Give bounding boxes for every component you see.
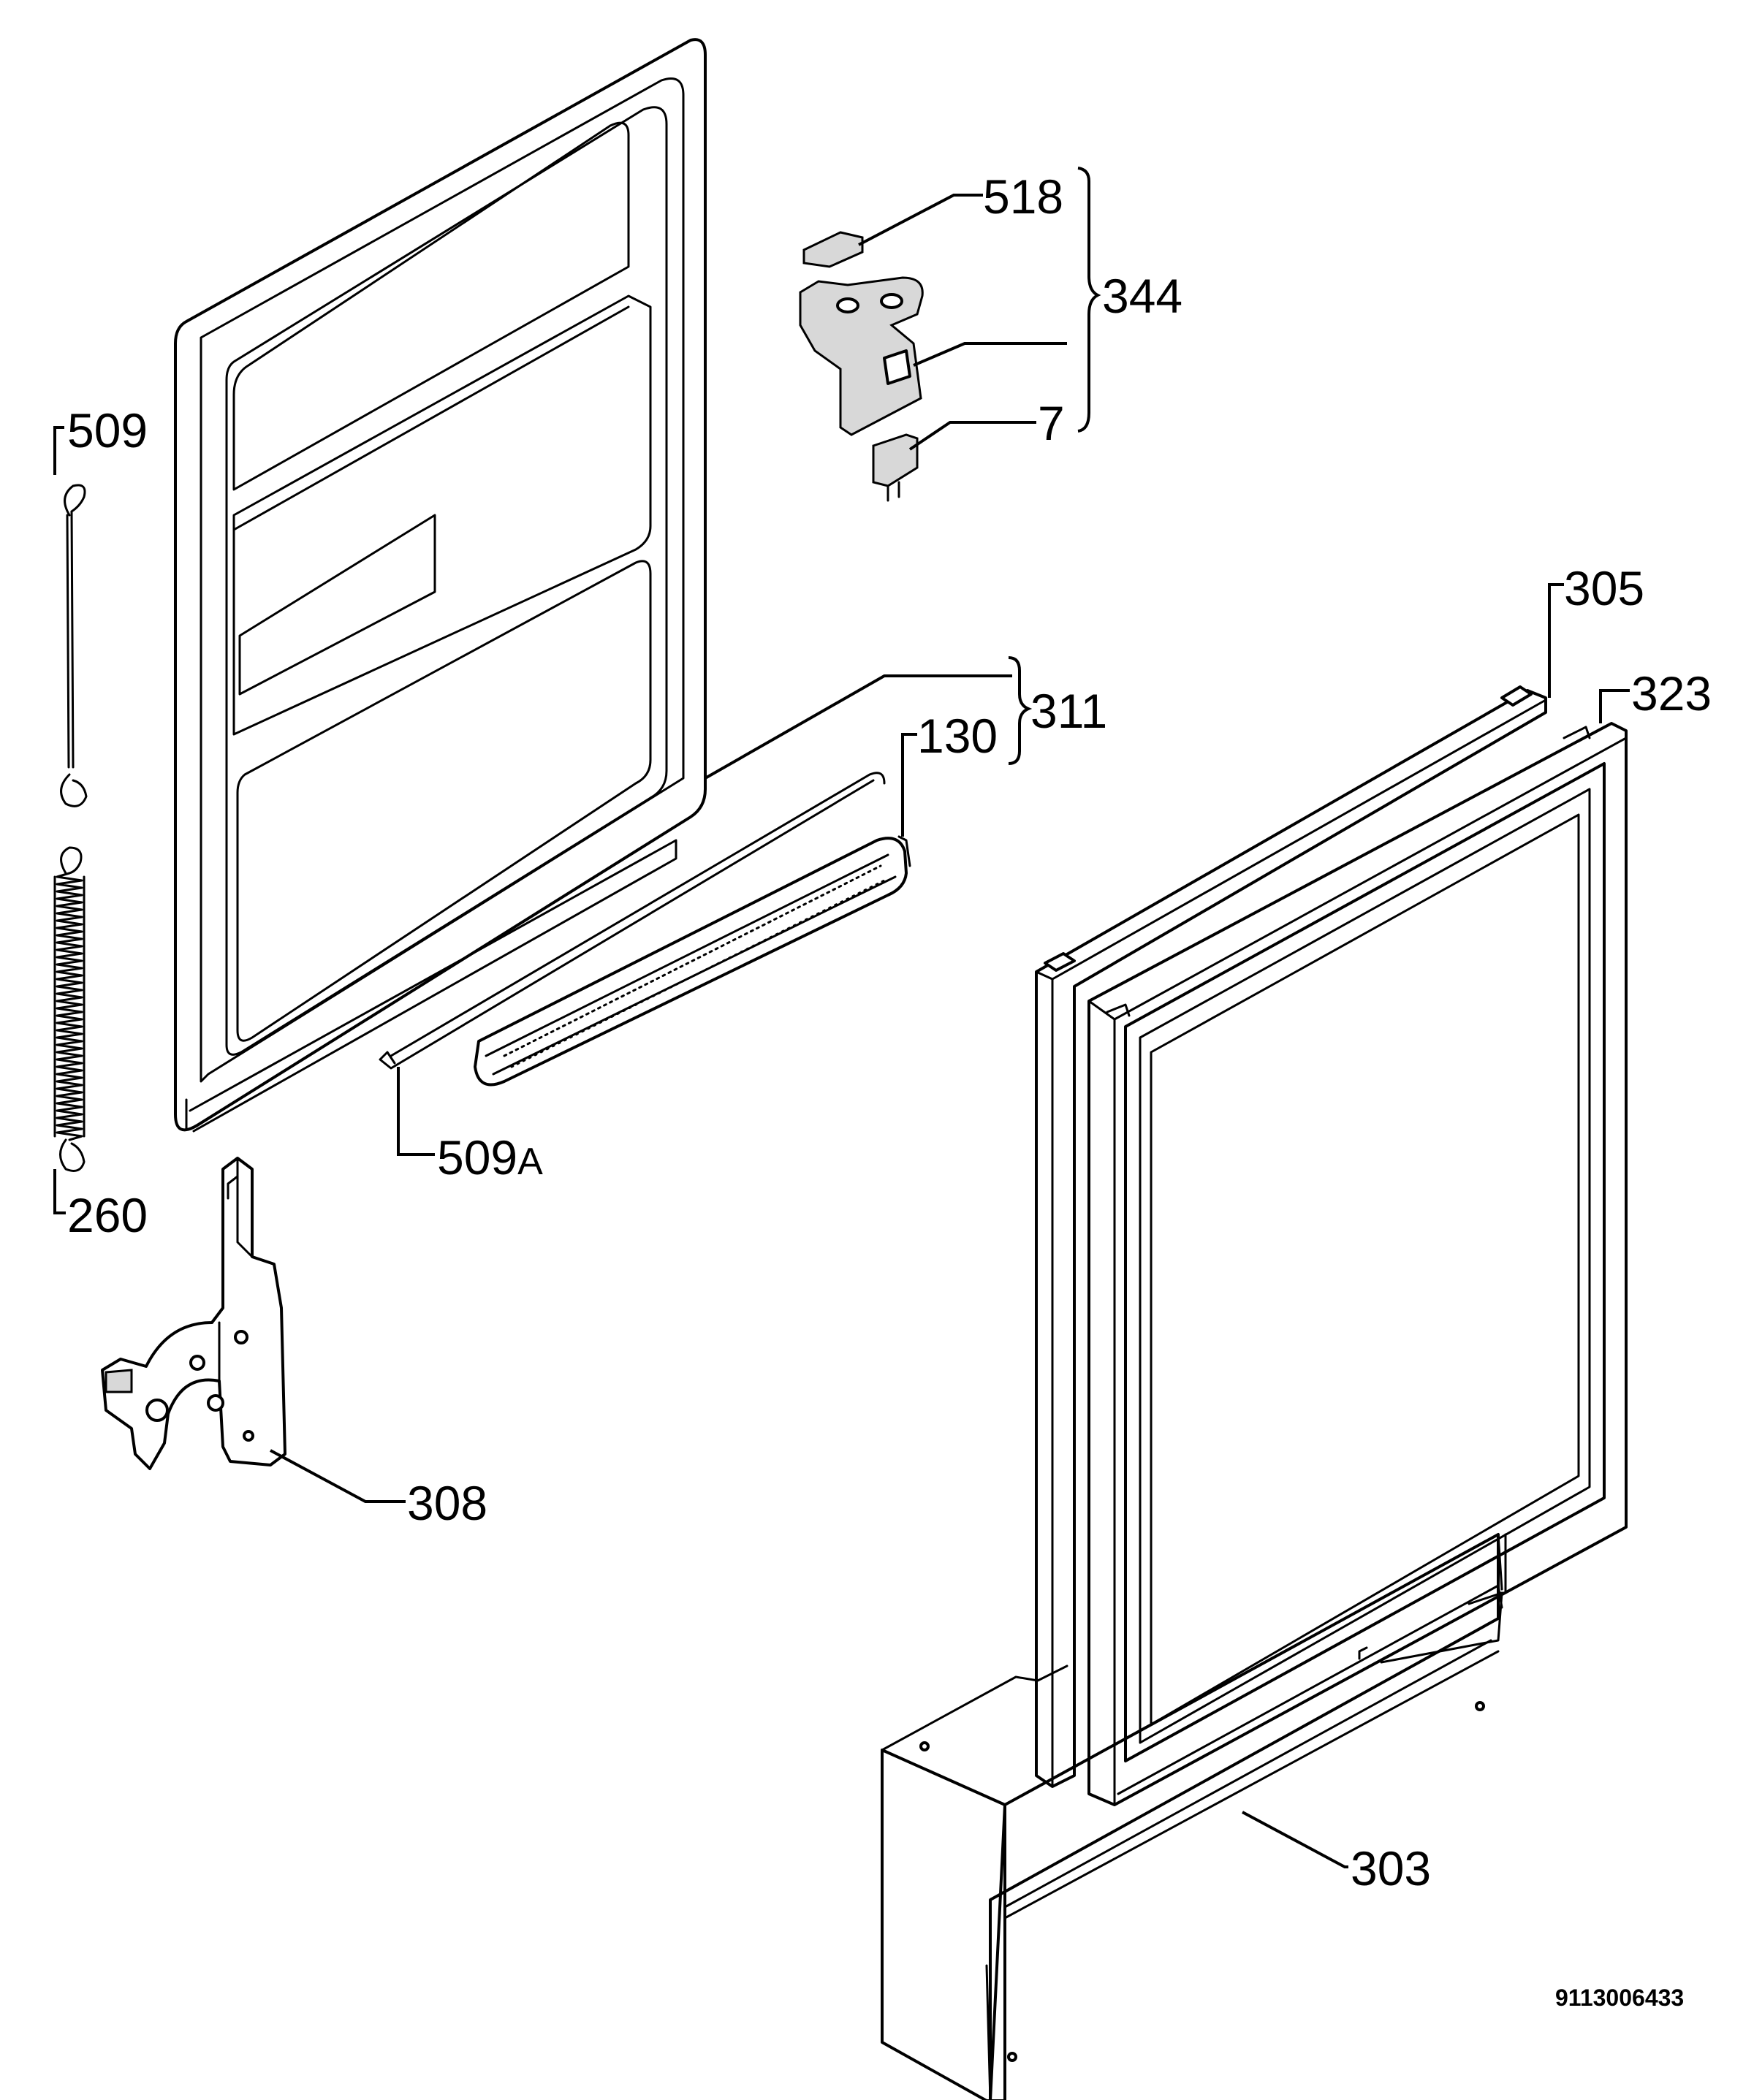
document-id: 9113006433 (1555, 1985, 1684, 2011)
callout-509a-suffix: A (517, 1141, 543, 1183)
callout-518: 518 (983, 170, 1063, 224)
callout-7: 7 (1038, 396, 1065, 450)
outer-frame-305 (1035, 685, 1547, 1788)
callout-130: 130 (917, 709, 998, 763)
inner-door-panel (174, 38, 707, 1133)
callout-305: 305 (1564, 561, 1644, 615)
spring-rod-509 (60, 484, 88, 807)
bottom-seal-130 (474, 835, 911, 1087)
door-latch-assembly (799, 231, 924, 502)
spring-rod-509a (379, 772, 886, 1070)
spring-coils (53, 872, 86, 1141)
callout-509: 509 (67, 403, 148, 457)
kickplate-303 (881, 1533, 1507, 2100)
callout-labels: 518 344 7 509 305 323 311 130 509A 260 3… (67, 170, 1712, 2011)
callout-260: 260 (67, 1188, 148, 1242)
spring-coil-path (56, 872, 83, 1141)
callout-344: 344 (1102, 269, 1182, 323)
spring-outline (53, 875, 86, 1138)
callout-323: 323 (1631, 666, 1712, 720)
callout-308: 308 (407, 1476, 487, 1530)
callout-311: 311 (1030, 684, 1107, 738)
door-hinge-308 (101, 1157, 286, 1470)
callout-509a: 509A (437, 1130, 543, 1184)
leader-lines (53, 167, 1630, 1868)
tension-spring-260 (53, 846, 86, 1172)
glass-frame-323 (1087, 722, 1628, 1806)
callout-509a-number: 509 (437, 1130, 517, 1184)
callout-303: 303 (1351, 1841, 1431, 1895)
